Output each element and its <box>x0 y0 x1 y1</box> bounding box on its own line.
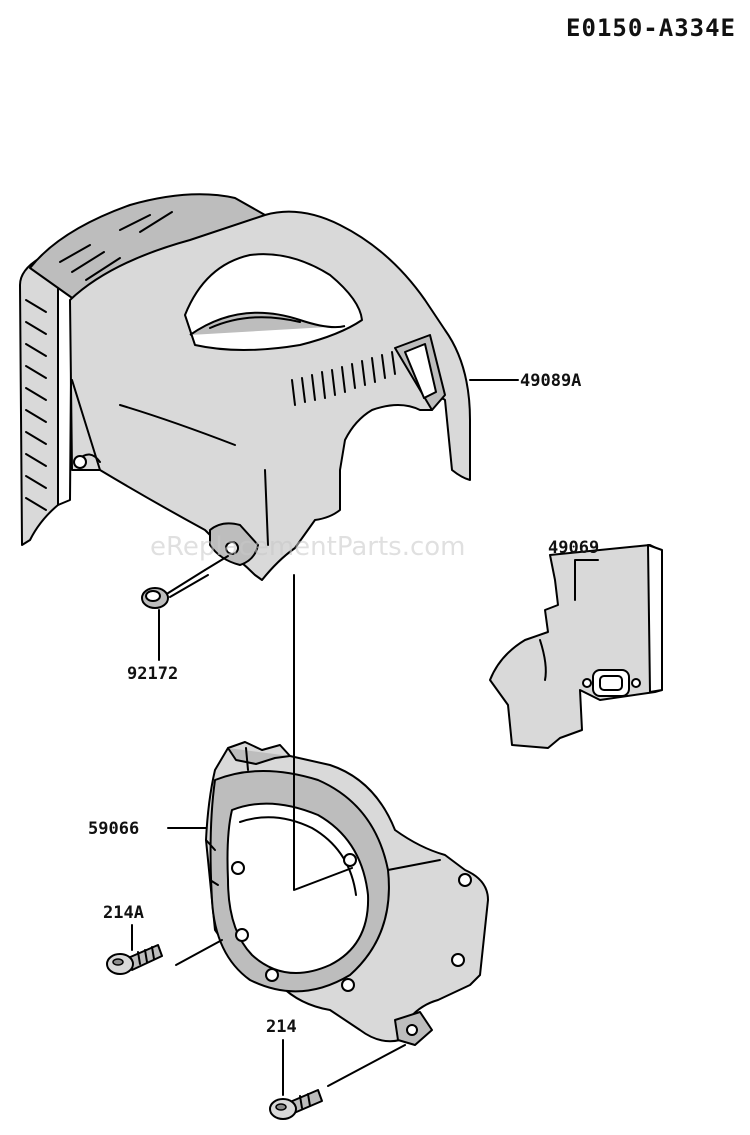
diagram-code: E0150-A334E <box>566 14 736 42</box>
leader-lines <box>131 379 599 1096</box>
part-label-housing: 59066 <box>88 819 140 839</box>
watermark: eReplacementParts.com <box>150 532 466 562</box>
screw-214a <box>106 939 223 975</box>
part-label-bolt: 92172 <box>127 664 179 684</box>
part-label-plate: 49069 <box>548 538 600 558</box>
part-label-screw-bottom: 214 <box>266 1017 297 1037</box>
part-label-cover: 49089A <box>520 371 582 391</box>
screw-214 <box>269 1044 406 1120</box>
heat-shield-plate <box>489 544 663 749</box>
bolt-92172 <box>141 555 229 609</box>
engine-cover <box>19 193 471 581</box>
fan-housing <box>205 741 489 1046</box>
part-label-screw-left: 214A <box>103 903 144 923</box>
